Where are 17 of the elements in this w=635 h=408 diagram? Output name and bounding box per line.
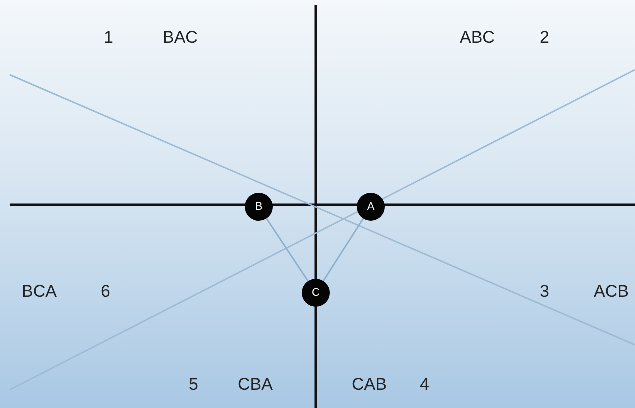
permutation-label: CBA bbox=[238, 375, 273, 395]
vertex-circle: B bbox=[245, 193, 273, 221]
permutation-label: ABC bbox=[460, 28, 495, 48]
permutation-label: BAC bbox=[163, 28, 198, 48]
region-number: 5 bbox=[189, 375, 198, 395]
permutation-label: BCA bbox=[22, 282, 57, 302]
connector-line bbox=[322, 218, 364, 282]
vertex-circle: C bbox=[302, 279, 330, 307]
vertex-circle: A bbox=[357, 193, 385, 221]
connector-line bbox=[266, 218, 309, 282]
permutation-label: ACB bbox=[594, 282, 629, 302]
region-number: 4 bbox=[420, 375, 430, 395]
region-number: 6 bbox=[101, 282, 110, 302]
region-number: 3 bbox=[540, 282, 550, 302]
region-number: 1 bbox=[104, 28, 114, 48]
region-number: 2 bbox=[540, 28, 550, 48]
permutation-label: CAB bbox=[352, 375, 387, 395]
